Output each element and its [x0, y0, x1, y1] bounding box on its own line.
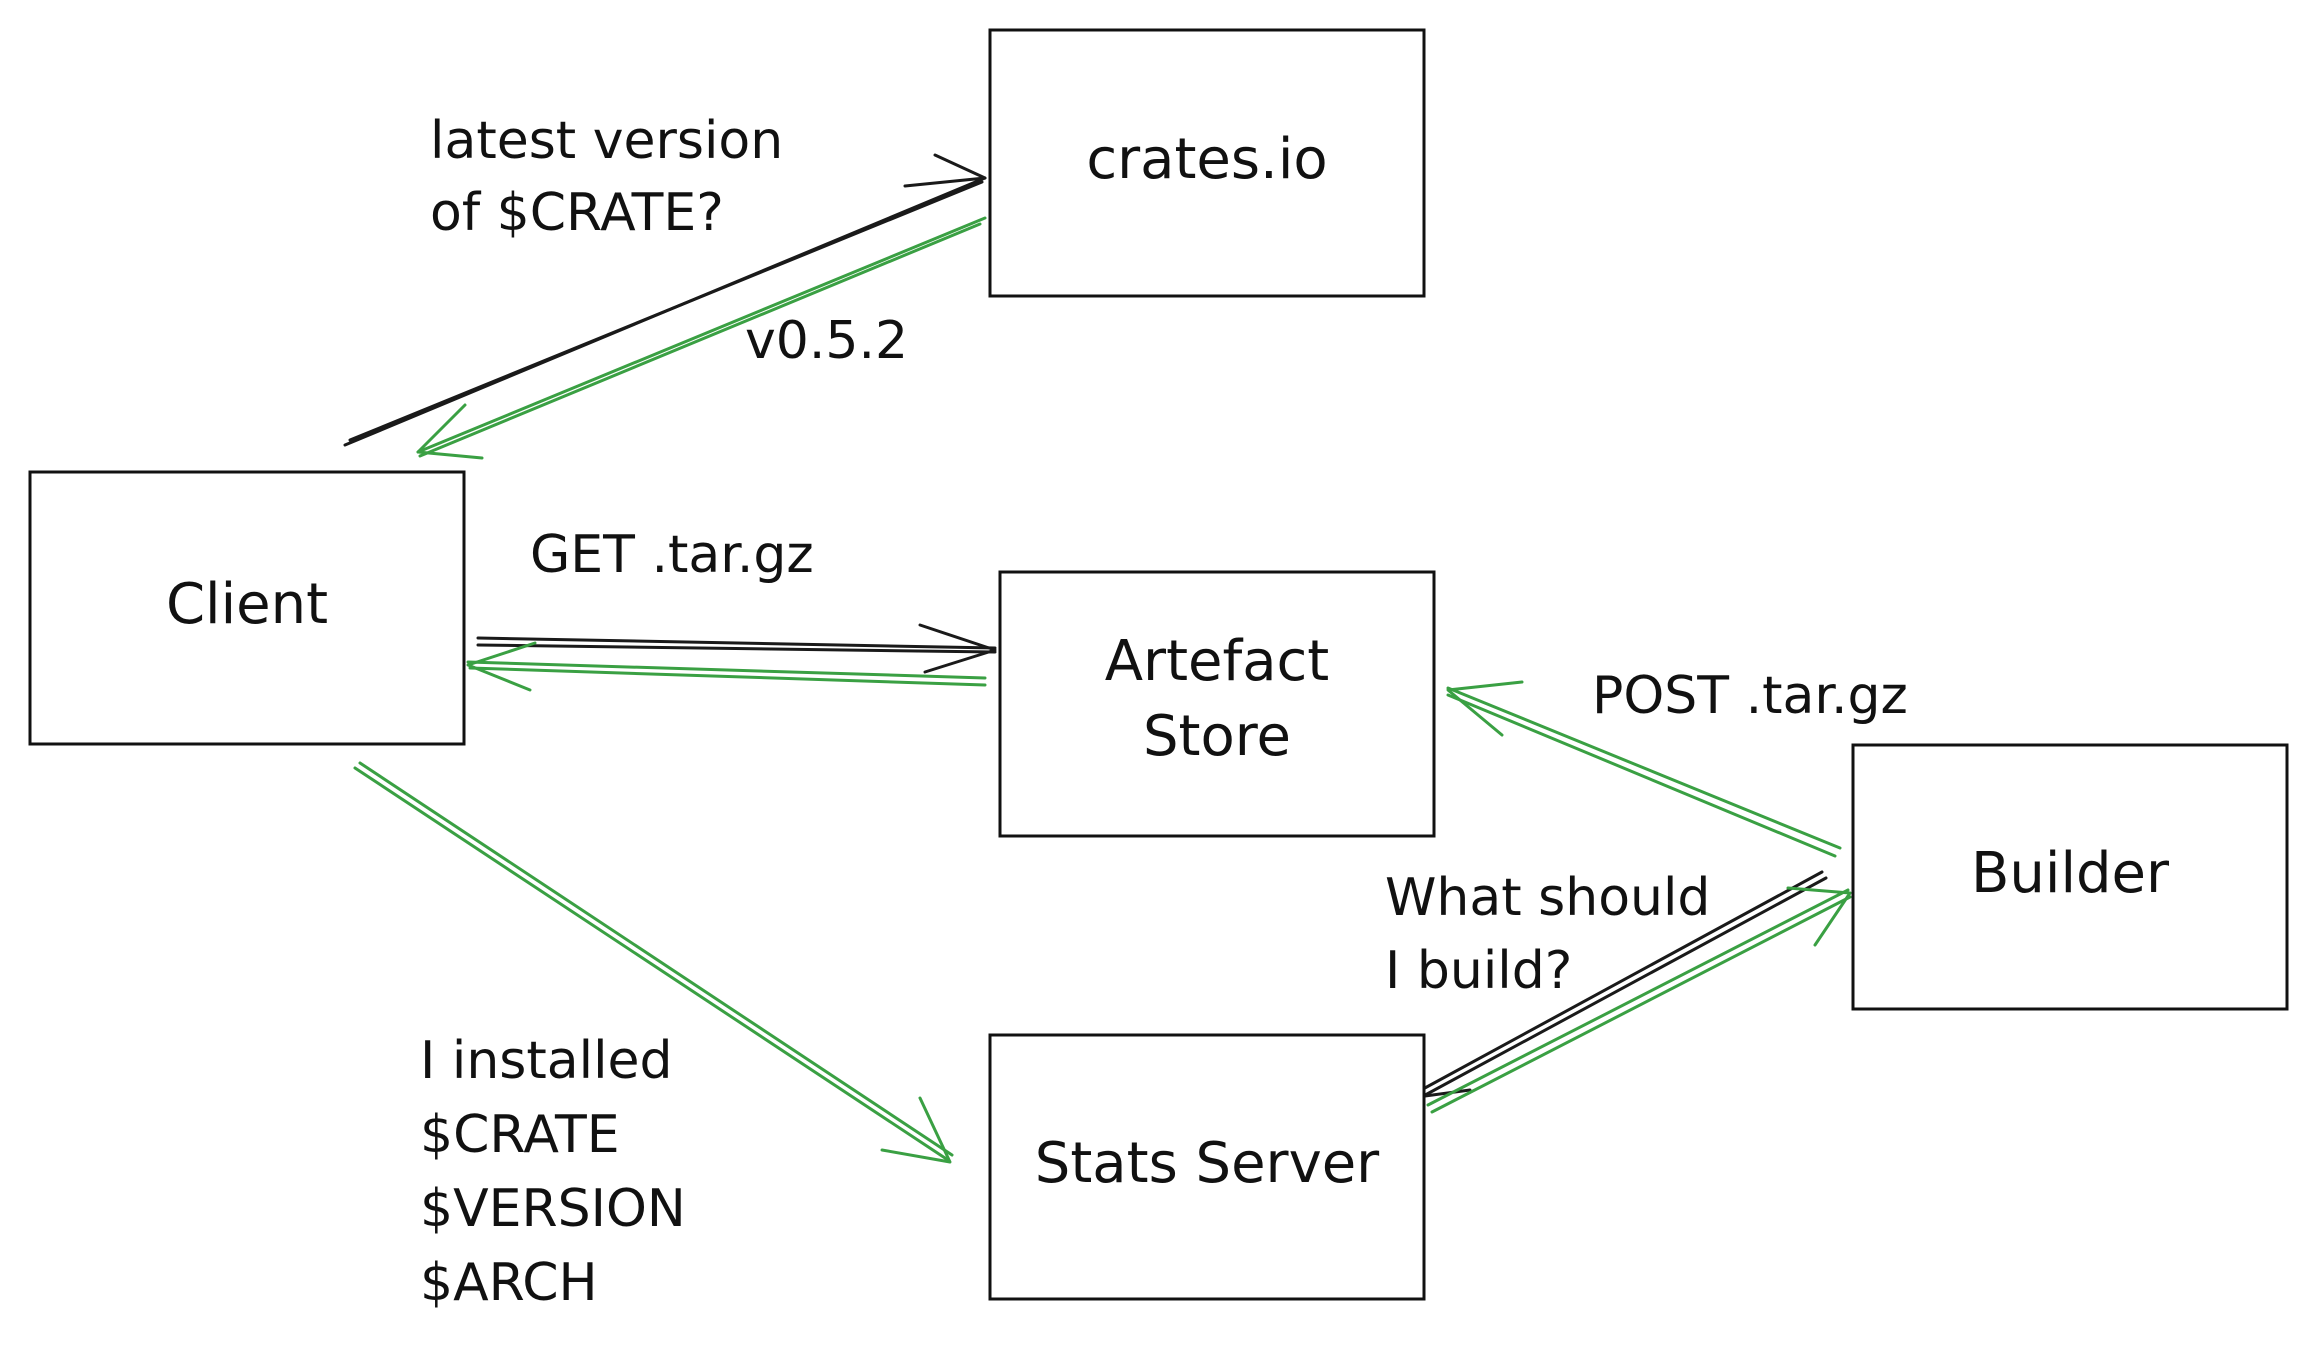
node-artefact-store: Artefact Store	[998, 570, 1436, 838]
label-what-should-line1: What should	[1385, 868, 1710, 928]
label-latest-version-line2: of $CRATE?	[430, 183, 724, 243]
edge-artefact-to-client	[466, 641, 987, 692]
node-artefact-store-label-line2: Store	[1143, 704, 1291, 769]
label-version: v0.5.2	[745, 311, 908, 371]
node-client-label: Client	[166, 572, 328, 637]
node-crates-io: crates.io	[988, 28, 1426, 298]
label-installed-line3: $VERSION	[420, 1179, 686, 1239]
label-post-tar-gz: POST .tar.gz	[1592, 666, 1908, 726]
edge-client-to-crates	[343, 153, 987, 447]
edge-stats-to-builder	[1426, 886, 1852, 1114]
edge-client-to-artefact	[476, 623, 997, 674]
node-builder: Builder	[1851, 743, 2289, 1011]
node-stats-server: Stats Server	[988, 1033, 1426, 1301]
edge-builder-to-artefact	[1446, 680, 1842, 858]
edge-crates-to-client	[416, 216, 987, 460]
node-client: Client	[28, 470, 466, 746]
edge-client-to-stats	[353, 761, 954, 1164]
label-installed-line4: $ARCH	[420, 1253, 598, 1313]
label-installed-line2: $CRATE	[420, 1105, 620, 1165]
node-stats-server-label: Stats Server	[1035, 1131, 1380, 1196]
node-artefact-store-label-line1: Artefact	[1105, 629, 1330, 694]
label-what-should-line2: I build?	[1385, 941, 1572, 1001]
label-installed-line1: I installed	[420, 1031, 673, 1091]
node-crates-io-label: crates.io	[1086, 127, 1327, 192]
label-latest-version-line1: latest version	[430, 111, 783, 171]
label-get-tar-gz: GET .tar.gz	[530, 525, 814, 585]
node-builder-label: Builder	[1971, 841, 2170, 906]
